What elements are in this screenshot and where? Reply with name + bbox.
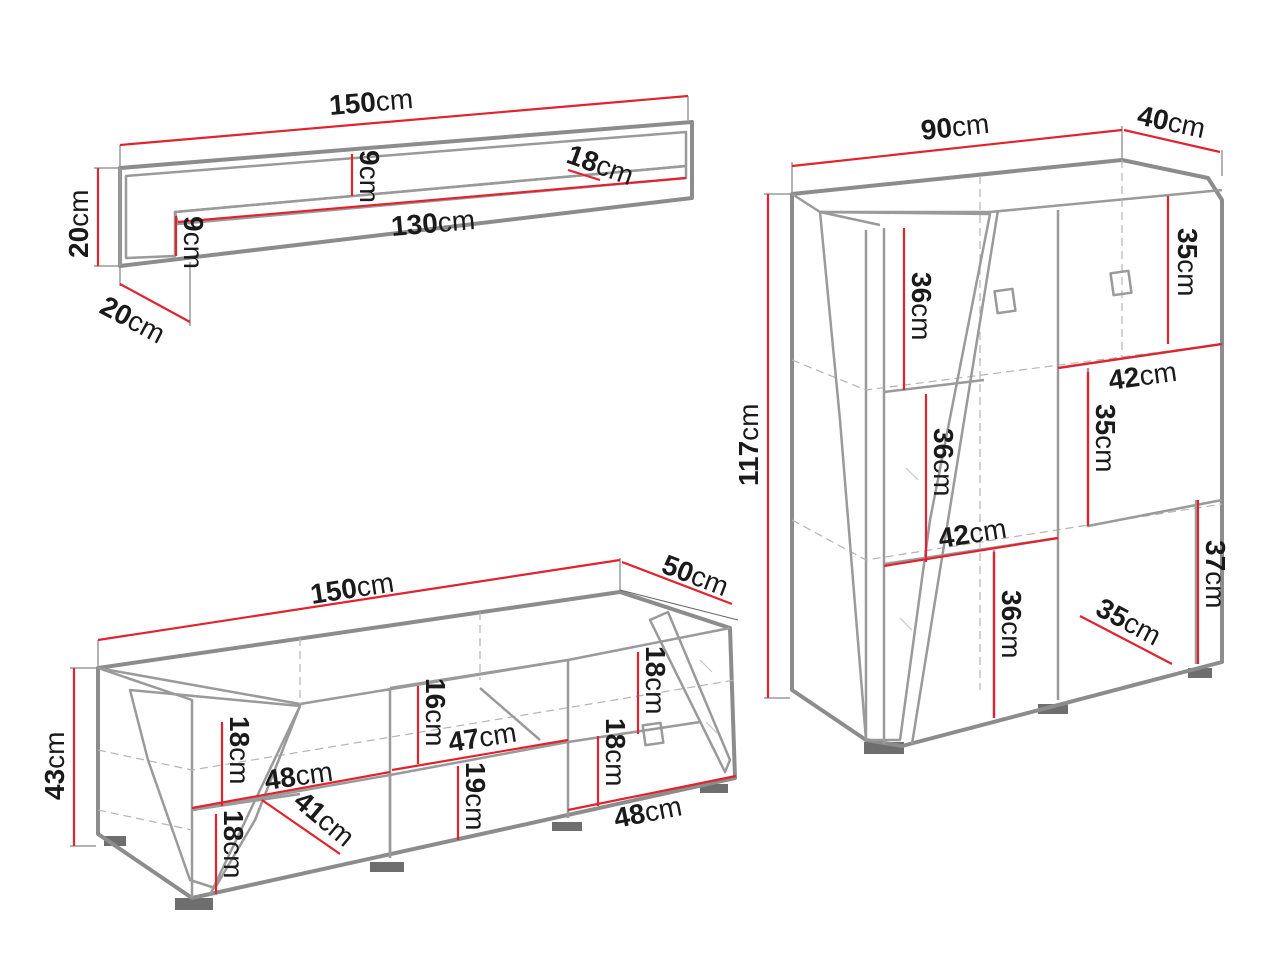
- cab-top-front-edge: [791, 188, 1223, 214]
- tv-right-width-label: 48cm: [611, 790, 684, 833]
- shelf-width-dim: [119, 94, 689, 147]
- tv-foot-1: [175, 898, 213, 910]
- tv-center-back: [479, 687, 541, 741]
- tv-center-upper-label: 16cm: [420, 678, 451, 746]
- wall-shelf: 150cm 20cm 20cm 130cm 9cm 9cm 18cm: [63, 83, 694, 350]
- tv-depth-dim: [621, 560, 733, 606]
- tv-right-diagonal: [648, 610, 732, 774]
- tv-hidden-3: [97, 809, 193, 831]
- tv-hidden-shelf-1: [97, 679, 736, 771]
- cab-bottom-mid-label: 36cm: [996, 590, 1027, 658]
- cab-foot-3: [1188, 668, 1212, 678]
- tv-height-label: 43cm: [39, 732, 70, 800]
- cab-foot-2: [1038, 704, 1068, 714]
- shelf-depth-dim: [119, 283, 191, 323]
- tv-front-left-edge: [97, 666, 194, 898]
- tv-left-lower-label: 18cm: [218, 810, 249, 878]
- tv-glass-2: [705, 721, 719, 735]
- tv-foot-2: [370, 862, 404, 872]
- cab-width-dim: [791, 128, 1123, 168]
- tv-foot-5: [104, 836, 126, 846]
- cab-bottom-right-label: 37cm: [1200, 540, 1231, 608]
- tv-top-front-edge: [97, 626, 731, 706]
- shelf-height-label: 20cm: [63, 190, 94, 258]
- tv-left-upper-label: 18cm: [224, 716, 255, 784]
- tv-center-width-dim: [391, 738, 569, 772]
- cab-right-width-dim: [1057, 342, 1223, 370]
- tv-stand: 150cm 50cm 43cm 18cm 18cm 48cm 41cm 16cm…: [39, 549, 739, 910]
- cab-hidden-shelf-1: [791, 343, 1223, 391]
- cab-mid-left-label: 36cm: [928, 428, 959, 496]
- cab-glass-2: [899, 617, 913, 631]
- cab-hidden-shelf-2: [791, 503, 1223, 561]
- shelf-inner-width-label: 130cm: [390, 204, 476, 242]
- tv-foot-4: [700, 784, 728, 793]
- shelf-inner-depth-label: 18cm: [563, 139, 638, 192]
- tv-right-shelf: [567, 720, 701, 744]
- cabinet: 90cm 40cm 117cm 35cm 36cm 42cm 36cm 35cm…: [733, 100, 1231, 754]
- shelf-inner-depth-dim: [567, 168, 601, 182]
- shelf-inner-width-dim: [177, 176, 687, 224]
- shelf-width-label: 150cm: [328, 83, 414, 121]
- cab-left-width-dim: [883, 536, 1059, 568]
- tv-width-dim: [97, 558, 621, 642]
- tv-foot-3: [552, 822, 582, 831]
- cab-diagonal-top: [819, 210, 881, 227]
- cab-top-right-label: 35cm: [1172, 228, 1203, 296]
- cab-width-label: 90cm: [919, 108, 990, 146]
- shelf-depth-label: 20cm: [95, 290, 170, 350]
- tv-glass-1: [699, 659, 713, 673]
- cab-left-door: [818, 210, 992, 742]
- cab-left-width-label: 42cm: [936, 513, 1008, 554]
- cab-handle-right: [1109, 269, 1133, 297]
- cabinet-body: [790, 158, 1224, 748]
- cab-diagonal-1: [910, 209, 1000, 745]
- tv-ext-depth: [619, 589, 739, 621]
- tv-right-width-dim: [567, 774, 737, 812]
- tv-left-depth-dim: [261, 799, 341, 855]
- cab-height-label: 117cm: [733, 404, 764, 487]
- tv-left-shelf: [191, 792, 301, 812]
- tv-center-shelf: [389, 740, 569, 777]
- tv-depth-label: 50cm: [658, 549, 733, 602]
- tv-center-lower-label: 19cm: [460, 762, 491, 830]
- tv-left-width-label: 48cm: [263, 756, 335, 796]
- cab-bottom-depth-dim: [1079, 615, 1173, 665]
- tv-stand-body: [96, 590, 737, 900]
- tv-right-upper-label: 18cm: [640, 646, 671, 714]
- tv-left-width-dim: [191, 770, 391, 810]
- tv-handle: [641, 721, 665, 747]
- shelf-inner-center-label: 9cm: [354, 150, 385, 203]
- cab-top-left-label: 36cm: [906, 272, 937, 340]
- shelf-inner-left-label: 9cm: [178, 216, 209, 269]
- cab-mid-right-label: 35cm: [1090, 404, 1121, 472]
- cab-right-width-label: 42cm: [1107, 356, 1179, 396]
- tv-right-lower-label: 18cm: [600, 718, 631, 786]
- cab-depth-dim: [1123, 128, 1221, 154]
- tv-center-top: [389, 658, 570, 818]
- tv-width-label: 150cm: [308, 567, 396, 610]
- cab-handle-left: [993, 287, 1017, 315]
- tv-center-width-label: 47cm: [446, 717, 518, 758]
- cab-glass-1: [905, 467, 919, 481]
- cab-depth-label: 40cm: [1135, 100, 1208, 145]
